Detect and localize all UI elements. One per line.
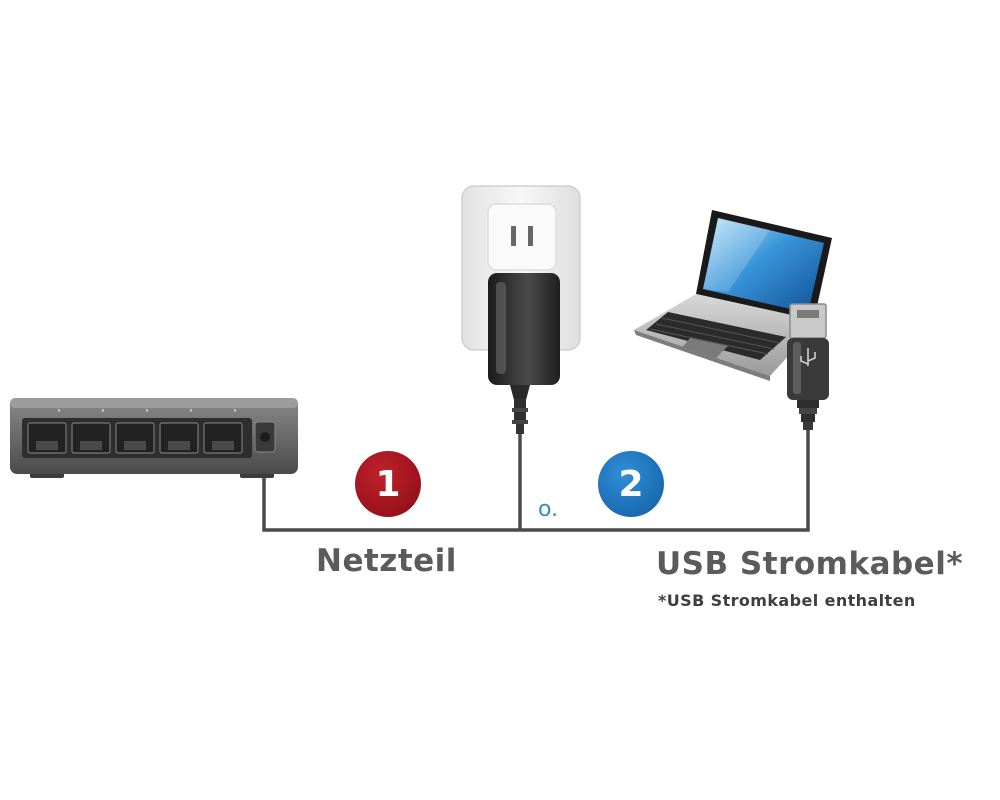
power-adapter-icon [488,273,560,434]
or-separator: o. [538,497,559,522]
laptop-icon [634,210,832,381]
power-adapter-label: Netzteil [316,543,457,579]
usb-cable-footnote: *USB Stromkabel enthalten [658,591,916,610]
usb-cable-label: USB Stromkabel* [656,546,964,582]
usb-plug-icon [787,303,829,430]
network-switch-icon [10,398,298,478]
step-two-badge: 2 [598,451,664,517]
step-one-badge: 1 [355,451,421,517]
cable-lines [262,428,810,532]
